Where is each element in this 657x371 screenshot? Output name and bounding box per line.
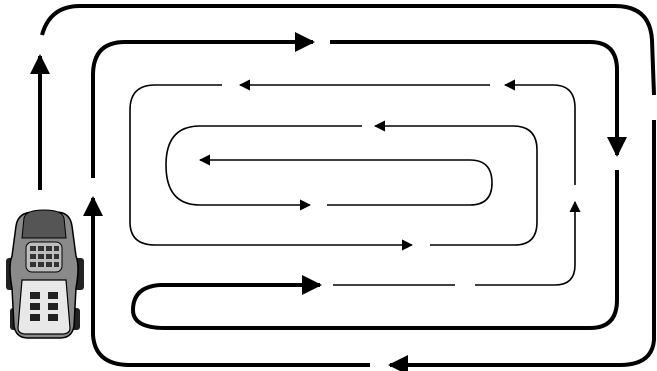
mower-icon <box>6 209 84 339</box>
third-lane <box>129 79 581 286</box>
outer-lane <box>30 4 656 371</box>
fourth-lane <box>165 120 538 246</box>
inner-lane <box>198 154 493 206</box>
second-lane <box>91 32 627 330</box>
